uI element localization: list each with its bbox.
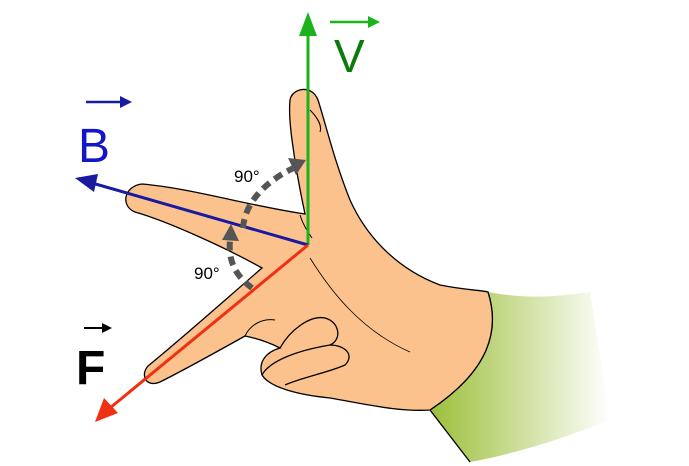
- v-arrowhead: [299, 12, 317, 36]
- angle-arc-bottom: [226, 239, 254, 291]
- f-arrowhead: [95, 398, 118, 422]
- sleeve: [430, 292, 610, 462]
- angle-label-top: 90°: [234, 167, 260, 186]
- f-label-arrowhead: [102, 323, 112, 333]
- angle-arc-top: [240, 163, 300, 229]
- angle-arc-bottom-arrowhead: [222, 224, 239, 241]
- hand: [125, 88, 494, 411]
- b-label-arrowhead: [120, 96, 132, 108]
- palm-crease: [309, 257, 411, 353]
- crease-small: [299, 214, 313, 239]
- angle-label-bottom: 90°: [194, 264, 220, 283]
- angle-arc-top-arrowhead: [288, 158, 306, 175]
- thumb-nail-line: [309, 109, 321, 133]
- f-label: F: [76, 342, 105, 395]
- curled-finger-1: [279, 317, 339, 349]
- v-label-arrowhead: [368, 16, 380, 28]
- b-arrowhead: [75, 174, 98, 192]
- v-label: V: [334, 30, 365, 82]
- finger-gap: [244, 319, 276, 337]
- curled-finger-2: [261, 344, 350, 386]
- b-label: B: [78, 120, 110, 173]
- b-vector: [91, 181, 309, 247]
- f-vector: [109, 243, 309, 410]
